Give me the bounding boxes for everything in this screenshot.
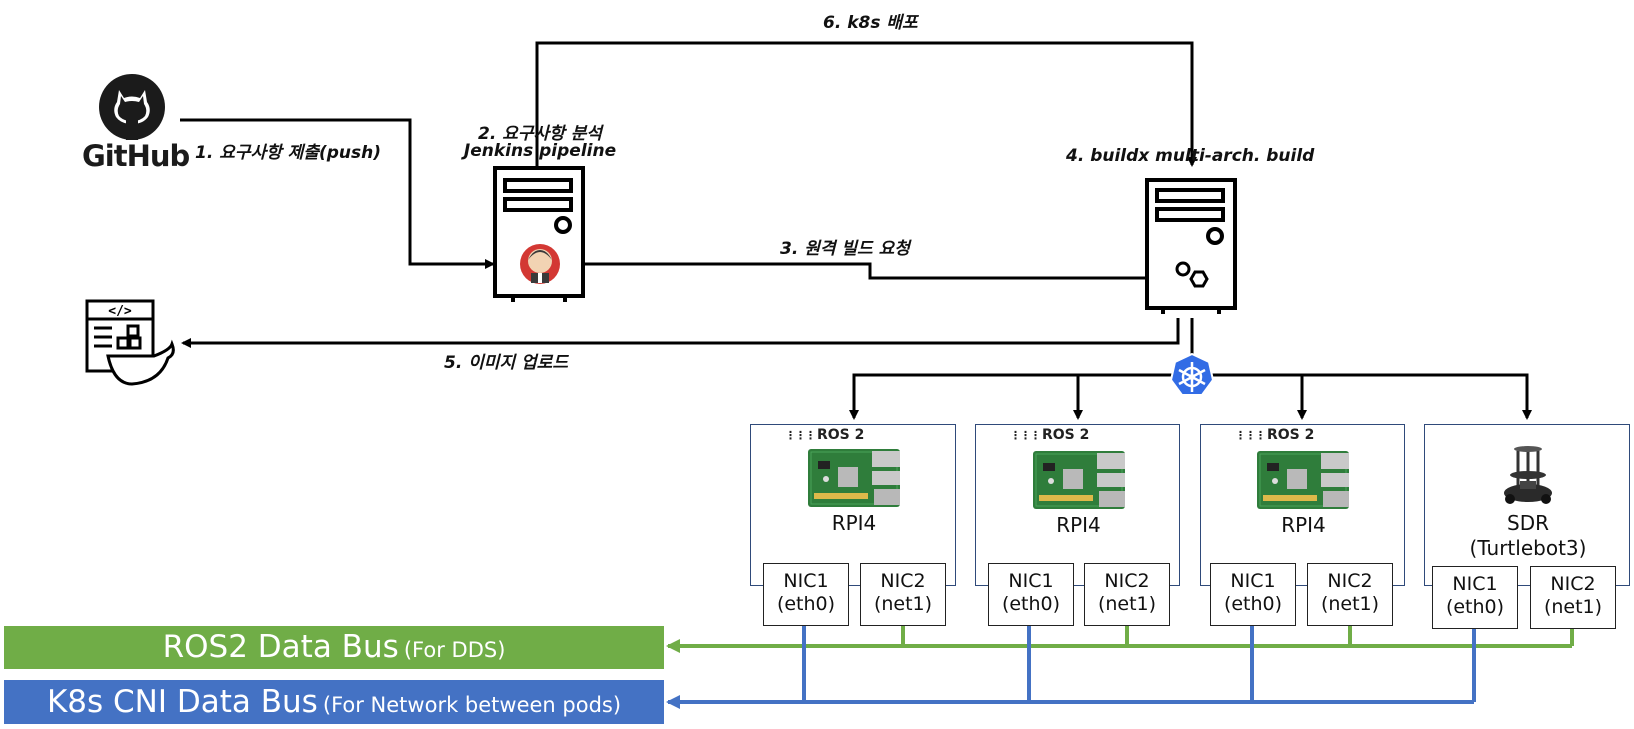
step-3-label: 3. 원격 빌드 요청 [780, 239, 910, 259]
ros2-logo: ⋮⋮⋮ROS 2 [1010, 427, 1090, 443]
ros2-bus-wiring [666, 626, 1574, 653]
nic-interface: (eth0) [1001, 593, 1061, 615]
deploy-arrow [535, 41, 1197, 238]
raspberry-pi-board-icon [1257, 451, 1349, 509]
container-registry-icon: </> [85, 299, 175, 386]
raspberry-pi-board-icon [1033, 451, 1125, 509]
nic2-net1-node-1: NIC2(net1) [860, 563, 946, 626]
nic-name: NIC2 [880, 570, 926, 592]
nic-name: NIC1 [1452, 573, 1498, 595]
jenkins-server-icon [493, 166, 585, 302]
upload-arrow [181, 318, 1180, 348]
nic-name: NIC1 [1230, 570, 1276, 592]
raspberry-pi-board-icon [808, 449, 900, 507]
nic-interface: (eth0) [1445, 596, 1505, 618]
ros2-logo: ⋮⋮⋮ROS 2 [785, 427, 865, 443]
step-1-label: 1. 요구사항 제출(push) [195, 143, 381, 163]
nic-interface: (net1) [1543, 596, 1603, 618]
nic-name: NIC2 [1104, 570, 1150, 592]
nic2-net1-node-2: NIC2(net1) [1084, 563, 1170, 626]
k8s-bus-title: K8s CNI Data Bus [46, 684, 318, 720]
node-sdr-turtlebot3: SDR (Turtlebot3) [1424, 424, 1630, 586]
device-label: RPI4 [1056, 513, 1101, 537]
nic1-eth0-node-2: NIC1(eth0) [988, 563, 1074, 626]
nic-interface: (net1) [1320, 593, 1380, 615]
nic-interface: (eth0) [776, 593, 836, 615]
ros2-dots-icon: ⋮⋮⋮ [1235, 429, 1266, 442]
k8s-bus-wiring [666, 626, 1476, 709]
step-5-label: 5. 이미지 업로드 [444, 353, 568, 373]
nic1-eth0-node-1: NIC1(eth0) [763, 563, 849, 626]
push-arrow [180, 118, 495, 269]
nic-name: NIC2 [1550, 573, 1596, 595]
remote-build-arrow [566, 262, 1165, 283]
kubernetes-icon [1169, 352, 1215, 396]
step-4-label: 4. buildx multi-arch. build [1066, 146, 1315, 166]
k8s-cni-data-bus-banner: K8s CNI Data Bus (For Network between po… [4, 680, 664, 724]
turtlebot-icon [1504, 446, 1552, 504]
svg-text:</>: </> [108, 304, 132, 319]
nic-interface: (eth0) [1223, 593, 1283, 615]
nic-name: NIC1 [783, 570, 829, 592]
github-wordmark: GitHub [82, 139, 190, 173]
ros2-dots-icon: ⋮⋮⋮ [785, 429, 816, 442]
node-rpi4-1: ⋮⋮⋮ROS 2 RPI4 [750, 424, 956, 586]
device-sublabel: (Turtlebot3) [1469, 536, 1587, 560]
device-label: SDR [1507, 511, 1549, 535]
ros2-data-bus-banner: ROS2 Data Bus (For DDS) [4, 626, 664, 669]
step-2-label-line1: 2. 요구사항 분석 [478, 124, 602, 144]
ros2-logo: ⋮⋮⋮ROS 2 [1235, 427, 1315, 443]
ros2-bus-note: (For DDS) [403, 638, 506, 662]
k8s-bus-note: (For Network between pods) [322, 693, 622, 717]
nic2-net1-node-3: NIC2(net1) [1307, 563, 1393, 626]
ros2-dots-icon: ⋮⋮⋮ [1010, 429, 1041, 442]
device-label: RPI4 [831, 511, 877, 535]
github-octocat-icon [99, 74, 165, 140]
node-rpi4-2: ⋮⋮⋮ROS 2 RPI4 [975, 424, 1180, 586]
nic1-eth0-node-4: NIC1(eth0) [1432, 566, 1518, 629]
step-2-label-line2: Jenkins pipeline [463, 141, 617, 161]
nic2-net1-node-4: NIC2(net1) [1530, 566, 1616, 629]
nic-interface: (net1) [1097, 593, 1157, 615]
device-label: RPI4 [1281, 513, 1326, 537]
node-rpi4-3: ⋮⋮⋮ROS 2 RPI4 [1200, 424, 1405, 586]
build-server-icon [1145, 178, 1237, 314]
nic-name: NIC1 [1008, 570, 1054, 592]
step-6-label: 6. k8s 배포 [823, 13, 918, 33]
nic-interface: (net1) [873, 593, 933, 615]
nic1-eth0-node-3: NIC1(eth0) [1210, 563, 1296, 626]
ros2-bus-title: ROS2 Data Bus [162, 629, 399, 665]
nic-name: NIC2 [1327, 570, 1373, 592]
